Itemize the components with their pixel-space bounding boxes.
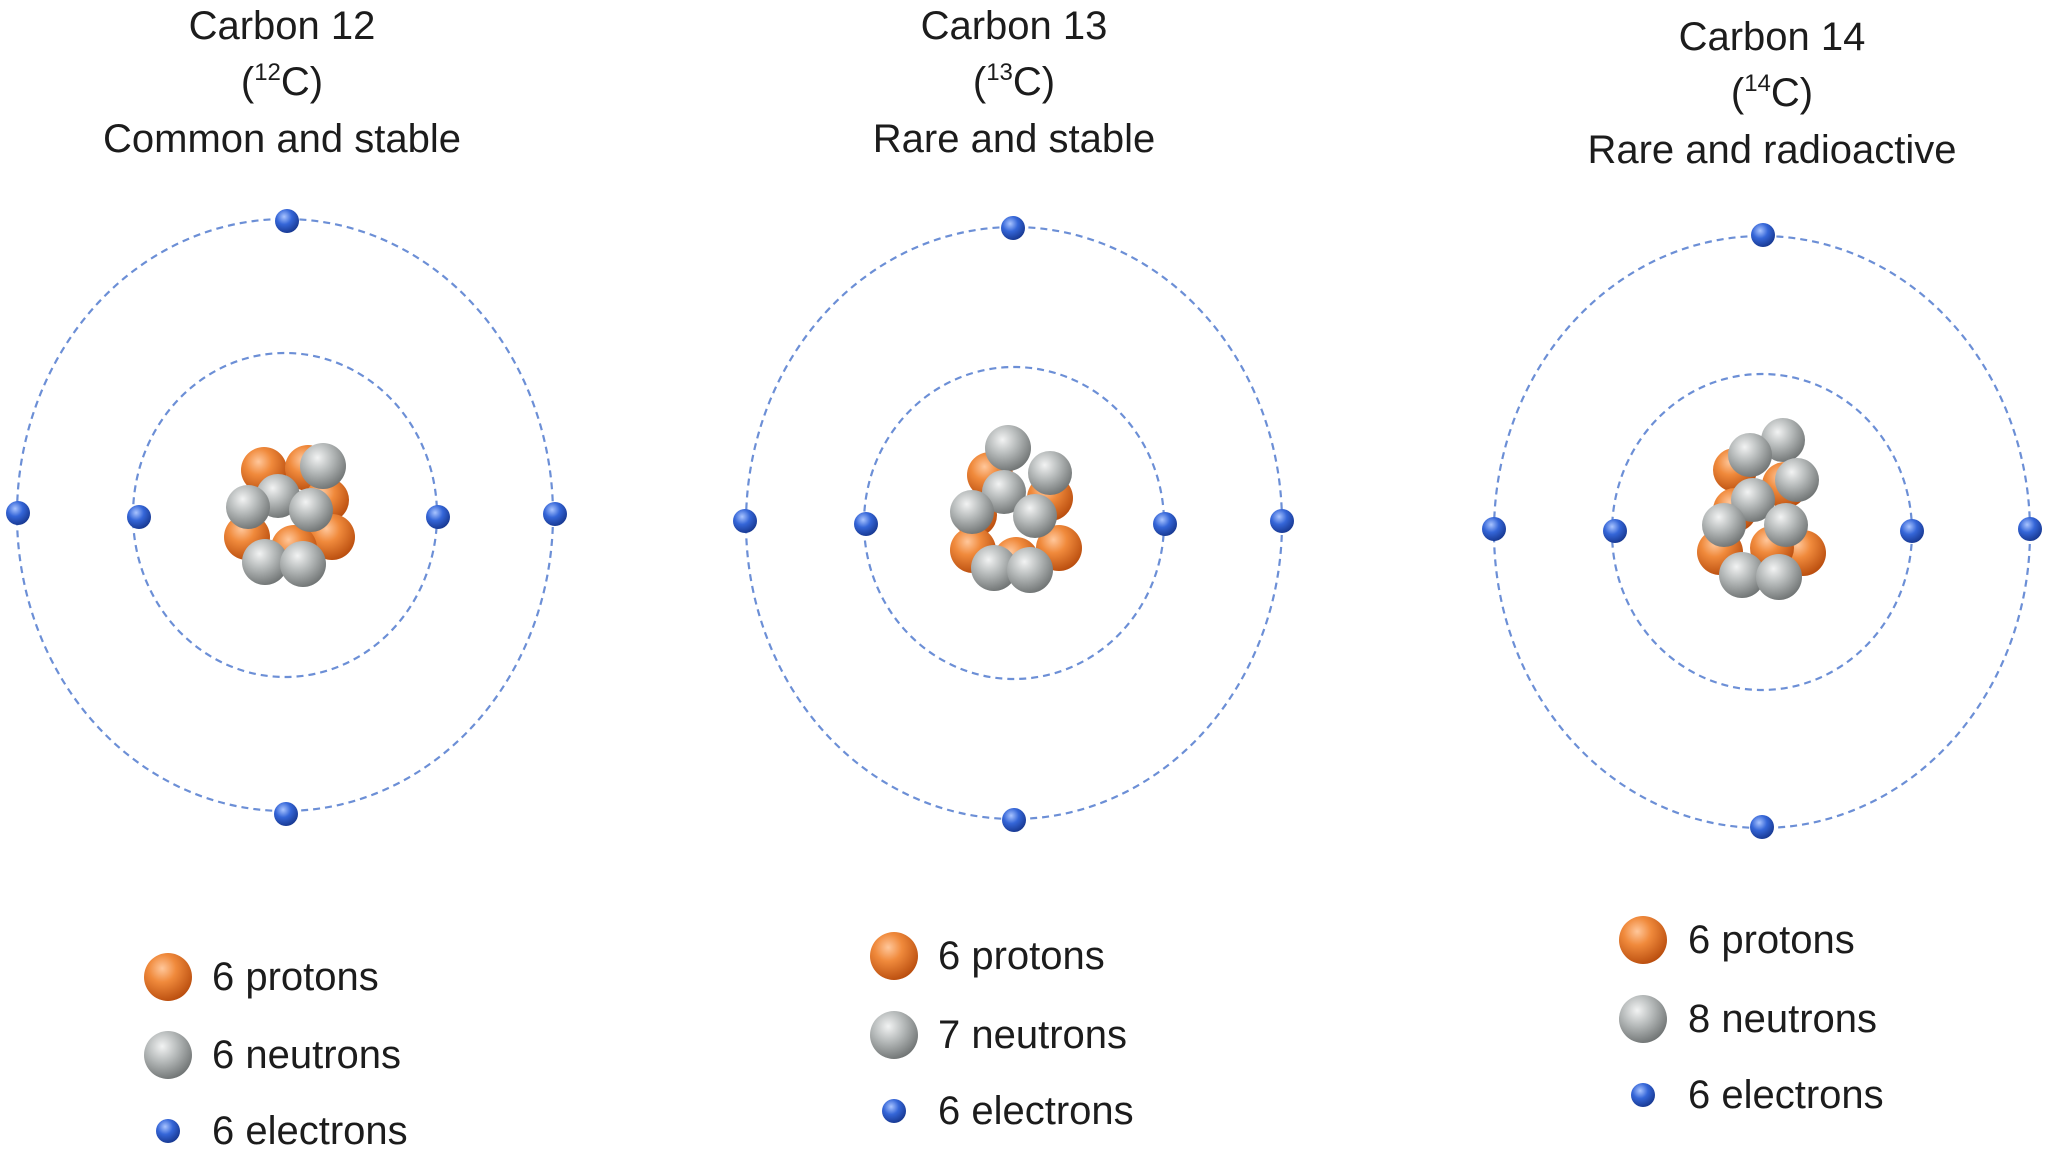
legend-item-protons: 6 protons bbox=[1619, 916, 1855, 964]
electron bbox=[6, 501, 30, 525]
legend-item-neutrons: 7 neutrons bbox=[870, 1011, 1127, 1059]
neutron-swatch bbox=[1619, 995, 1667, 1043]
mass-number: 13 bbox=[986, 59, 1013, 86]
legend-item-neutrons: 6 neutrons bbox=[144, 1031, 401, 1079]
legend-item-neutrons: 8 neutrons bbox=[1619, 995, 1877, 1043]
legend-item-electrons: 6 electrons bbox=[1631, 1073, 1884, 1117]
legend-item-protons: 6 protons bbox=[144, 953, 379, 1001]
electron bbox=[1153, 512, 1177, 536]
legend-item-electrons: 6 electrons bbox=[882, 1089, 1134, 1133]
orbit-outer bbox=[744, 225, 1284, 821]
legend: 6 protons 7 neutrons 6 electrons bbox=[870, 932, 1134, 1133]
electron bbox=[274, 802, 298, 826]
neutron-swatch bbox=[144, 1031, 192, 1079]
electron bbox=[1001, 216, 1025, 240]
neutron bbox=[950, 490, 994, 534]
legend-item-protons: 6 protons bbox=[870, 932, 1105, 980]
neutron bbox=[1702, 503, 1746, 547]
isotope-name: Carbon 14 bbox=[1679, 15, 1866, 59]
isotope-carbon-14: Carbon 14 (14C) Rare and radioactive bbox=[1482, 15, 2042, 1117]
neutron bbox=[242, 539, 288, 585]
legend: 6 protons 6 neutrons 6 electrons bbox=[144, 953, 408, 1152]
nucleus bbox=[224, 443, 355, 587]
isotope-description: Rare and stable bbox=[873, 117, 1155, 161]
isotope-description: Common and stable bbox=[103, 117, 461, 161]
electron bbox=[275, 209, 299, 233]
mass-number: 14 bbox=[1744, 70, 1771, 97]
electrons bbox=[6, 209, 567, 826]
neutron bbox=[971, 545, 1017, 591]
electrons bbox=[1482, 223, 2042, 839]
neutron bbox=[1761, 418, 1805, 462]
neutron bbox=[1756, 554, 1802, 600]
legend-item-electrons: 6 electrons bbox=[156, 1109, 408, 1152]
neutron bbox=[1028, 451, 1072, 495]
neutron bbox=[985, 425, 1031, 471]
electron bbox=[854, 512, 878, 536]
electron bbox=[426, 505, 450, 529]
electron-swatch bbox=[1631, 1083, 1655, 1107]
neutron bbox=[280, 541, 326, 587]
neutron bbox=[1775, 458, 1819, 502]
electron-swatch bbox=[156, 1119, 180, 1143]
legend-label: 6 protons bbox=[1688, 918, 1855, 962]
electrons bbox=[733, 216, 1294, 832]
isotope-carbon-13: Carbon 13 (13C) Rare and stable bbox=[733, 4, 1294, 1133]
orbit-inner bbox=[862, 365, 1166, 681]
isotope-carbon-12: Carbon 12 (12C) Common and stable bbox=[6, 4, 567, 1152]
proton-swatch bbox=[1619, 916, 1667, 964]
legend-label: 6 electrons bbox=[938, 1089, 1134, 1133]
isotope-symbol: (12C) bbox=[241, 59, 323, 104]
electron bbox=[1603, 519, 1627, 543]
neutron bbox=[1764, 503, 1808, 547]
electron bbox=[1270, 509, 1294, 533]
nucleus bbox=[950, 425, 1082, 593]
neutron bbox=[300, 443, 346, 489]
element-symbol: C bbox=[1771, 71, 1800, 115]
neutron bbox=[1731, 478, 1775, 522]
electron bbox=[733, 509, 757, 533]
isotope-name: Carbon 12 bbox=[189, 4, 376, 48]
legend: 6 protons 8 neutrons 6 electrons bbox=[1619, 916, 1884, 1117]
isotope-description: Rare and radioactive bbox=[1587, 128, 1956, 172]
electron bbox=[1002, 808, 1026, 832]
proton-swatch bbox=[870, 932, 918, 980]
nucleus bbox=[1697, 418, 1826, 600]
legend-label: 6 neutrons bbox=[212, 1033, 401, 1077]
isotope-name: Carbon 13 bbox=[921, 4, 1108, 48]
electron-swatch bbox=[882, 1099, 906, 1123]
legend-label: 6 protons bbox=[212, 955, 379, 999]
electron bbox=[127, 505, 151, 529]
neutron bbox=[289, 488, 333, 532]
neutron bbox=[226, 485, 270, 529]
legend-label: 6 protons bbox=[938, 934, 1105, 978]
electron bbox=[1900, 519, 1924, 543]
element-symbol: C bbox=[281, 60, 310, 104]
legend-label: 6 electrons bbox=[212, 1109, 408, 1152]
neutron-swatch bbox=[870, 1011, 918, 1059]
electron bbox=[1482, 517, 1506, 541]
legend-label: 6 electrons bbox=[1688, 1073, 1884, 1117]
mass-number: 12 bbox=[254, 59, 281, 86]
neutron bbox=[982, 470, 1026, 514]
legend-label: 7 neutrons bbox=[938, 1013, 1127, 1057]
neutron bbox=[1013, 494, 1057, 538]
legend-label: 8 neutrons bbox=[1688, 997, 1877, 1041]
electron bbox=[2018, 517, 2042, 541]
electron bbox=[543, 502, 567, 526]
isotope-symbol: (13C) bbox=[973, 59, 1055, 104]
neutron bbox=[1728, 433, 1772, 477]
proton-swatch bbox=[144, 953, 192, 1001]
isotope-symbol: (14C) bbox=[1731, 70, 1813, 115]
electron bbox=[1751, 223, 1775, 247]
element-symbol: C bbox=[1013, 60, 1042, 104]
neutron bbox=[1719, 552, 1765, 598]
neutron bbox=[1007, 547, 1053, 593]
electron bbox=[1750, 815, 1774, 839]
